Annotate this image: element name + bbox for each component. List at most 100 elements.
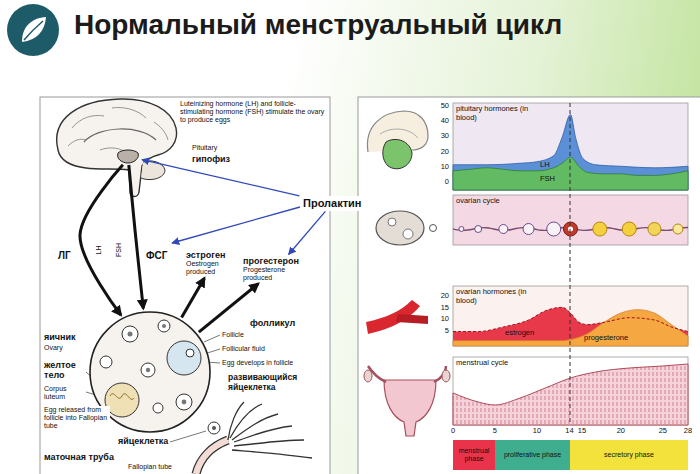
axis-tick: 40 <box>427 117 449 126</box>
axis-tick: 10 <box>533 427 541 436</box>
part-label: Corpus luteum <box>44 385 84 401</box>
fallopian-tube <box>228 402 312 458</box>
brain-drawing <box>84 129 156 142</box>
signal-label: FSH <box>115 243 123 257</box>
prolactin-arrow <box>172 207 300 243</box>
ovary-icon <box>403 229 413 239</box>
hormone-arrow <box>80 165 123 315</box>
axis-tick: 20 <box>427 148 449 157</box>
logo <box>22 17 46 42</box>
axis-tick: 20 <box>617 427 625 436</box>
node-heading: эстроген <box>186 250 240 260</box>
axis-tick: 28 <box>684 427 692 436</box>
node-text: гипофиз <box>192 154 230 164</box>
curve-label: estrogen <box>505 329 534 338</box>
hormone-arrow <box>289 211 326 254</box>
uterus-icon <box>364 370 372 382</box>
egg-cell <box>212 426 216 430</box>
logo <box>7 4 59 56</box>
brain-drawing <box>57 99 177 197</box>
ovulation-line <box>570 103 571 425</box>
brain-drawing <box>57 99 177 197</box>
ovary <box>182 400 187 405</box>
hormone-arrow <box>129 165 143 308</box>
pituitary-gland <box>116 149 140 164</box>
ovary-icon <box>388 218 396 226</box>
uterus-icon <box>442 370 450 382</box>
ovary <box>167 341 201 375</box>
fallopian-tube <box>196 402 312 474</box>
logo <box>24 21 43 40</box>
node-heading: яичник <box>44 332 75 342</box>
node-heading: menstrual cycle <box>456 359 685 368</box>
node-text: Oestrogen produced <box>186 260 240 276</box>
chart-background <box>453 103 688 425</box>
ovary <box>128 332 133 337</box>
pituitary-icon <box>367 111 428 169</box>
ovary <box>141 363 155 377</box>
axis-tick: 0 <box>451 427 455 436</box>
chart-curves <box>453 364 688 425</box>
chart-curves <box>475 226 482 233</box>
chart-panel: ovarian cycle <box>453 195 688 245</box>
axis-tick: 30 <box>427 132 449 141</box>
node-heading: menstrual phase <box>453 447 495 463</box>
part-label: Follicle <box>222 331 244 339</box>
node-heading: pituitary hormones (in blood) <box>456 105 540 122</box>
hormone-label: ФСГ <box>146 250 167 262</box>
node-heading: прогестерон <box>243 256 309 266</box>
pituitary-icon <box>380 129 418 138</box>
hormone-box: прогестеронProgesterone produced <box>243 256 309 282</box>
artery-icon <box>366 300 428 334</box>
node-heading: Пролактин <box>303 197 361 210</box>
ovary-icon <box>376 211 437 245</box>
axis-tick: 0 <box>427 178 449 187</box>
node-heading: proliferative phase <box>504 451 561 459</box>
chart-curves <box>523 224 534 235</box>
page-title: Нормальный менструальный цикл <box>74 9 562 41</box>
part-label: Follicular fluid <box>222 345 265 353</box>
ovary <box>153 403 163 413</box>
part-label: развивающийся яйцеклетка <box>228 373 324 393</box>
logo <box>7 4 59 56</box>
part-label: желтое тело <box>44 360 84 381</box>
hormone-box: эстрогенOestrogen produced <box>186 250 240 276</box>
ovary <box>186 349 194 357</box>
chart-curves <box>547 222 561 236</box>
signal-label: LH <box>95 246 103 255</box>
ovary <box>158 320 170 332</box>
axis-tick: 10 <box>427 163 449 172</box>
ovary <box>146 368 150 372</box>
curve-label: progesterone <box>584 334 628 343</box>
chart-curves <box>593 222 607 236</box>
phase-band: menstrual phase <box>453 440 495 470</box>
node-heading: ovarian cycle <box>456 197 685 206</box>
egg-cell <box>170 431 206 442</box>
panel <box>40 97 330 474</box>
node-text: Ovary <box>44 344 63 352</box>
pituitary-gland <box>118 150 139 163</box>
chart-curves <box>648 223 661 236</box>
uterus-icon <box>364 366 450 436</box>
curve-label: LH <box>540 161 550 170</box>
part-label: маточная труба <box>44 452 114 462</box>
part-label: фолликул <box>250 318 295 328</box>
part-label: Egg released from follicle into Fallopia… <box>44 406 110 430</box>
ovary <box>122 326 138 342</box>
ovary-icon <box>376 211 424 245</box>
ovary <box>110 394 134 400</box>
curve-label: FSH <box>540 175 555 184</box>
uterus-icon <box>384 380 436 436</box>
chart-curves <box>622 222 636 236</box>
chart-curves <box>499 225 508 234</box>
ovary <box>105 383 139 417</box>
node-heading: secretory phase <box>604 451 654 459</box>
panel <box>40 97 700 474</box>
ovary <box>176 394 192 410</box>
node-heading: Pituitary <box>192 144 217 152</box>
ovary-icon <box>430 225 437 232</box>
ovulation-line <box>570 103 571 425</box>
chart-panel: menstrual cycle <box>453 357 688 425</box>
chart-panel: ovarian hormones (in blood) <box>453 286 688 346</box>
node-heading: ovarian hormones (in blood) <box>456 288 540 305</box>
